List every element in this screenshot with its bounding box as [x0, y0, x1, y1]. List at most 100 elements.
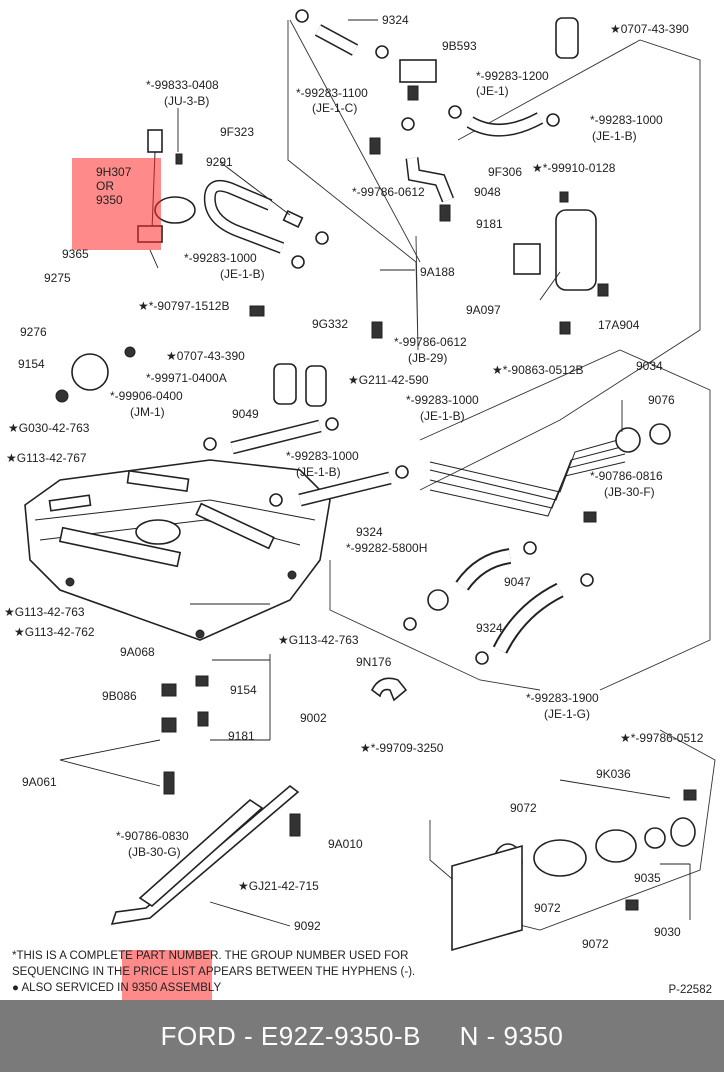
label-g113-767: ★G113-42-767: [6, 451, 87, 465]
label-9b593: 9B593: [442, 39, 477, 53]
group-boundaries: [287, 19, 716, 931]
part-footer-bar: FORD - E92Z-9350-B N - 9350: [0, 1000, 724, 1072]
label-9a010: 9A010: [328, 837, 363, 851]
clip-99709: [370, 677, 408, 702]
label-0707-top: ★0707-43-390: [610, 22, 689, 36]
label-9030: 9030: [654, 925, 681, 939]
label-jb30f: (JB-30-F): [604, 485, 655, 499]
label-ju3b: (JU-3-B): [164, 94, 209, 108]
label-99283-1000-c: *-99283-1000: [406, 393, 479, 407]
label-9n176: 9N176: [356, 655, 392, 669]
label-9276: 9276: [20, 325, 47, 339]
fuel-lines-9034: [429, 423, 671, 517]
label-90797: ★*-90797-1512B: [138, 299, 230, 313]
label-g113-763-a: ★G113-42-763: [4, 605, 85, 619]
label-99786-0512: ★*-99786-0512: [620, 731, 704, 745]
label-9181-b: 9181: [228, 729, 255, 743]
label-je1b-c: (JE-1-B): [420, 409, 465, 423]
label-9076: 9076: [648, 393, 675, 407]
label-9g332: 9G332: [312, 317, 348, 331]
highlight-notes: [122, 950, 212, 1000]
label-9f323: 9F323: [220, 125, 254, 139]
tank-straps-9092: [110, 784, 300, 925]
reference-number: P-22582: [668, 984, 712, 996]
label-99283-1200: *-99283-1200: [476, 69, 549, 83]
label-9092: 9092: [294, 919, 321, 933]
label-9350: 9350: [96, 193, 123, 207]
label-0707-mid: ★0707-43-390: [166, 349, 245, 363]
hose-clamps: [203, 9, 594, 665]
label-99971: *-99971-0400A: [146, 371, 227, 385]
footnote-line-1: *THIS IS A COMPLETE PART NUMBER. THE GRO…: [12, 950, 409, 962]
label-99906: *-99906-0400: [110, 389, 183, 403]
hose-9291: [203, 179, 304, 254]
label-gj21: ★GJ21-42-715: [238, 879, 319, 893]
label-9a097: 9A097: [466, 303, 501, 317]
label-9072-a: 9072: [510, 801, 537, 815]
label-9f306: 9F306: [488, 165, 522, 179]
label-9k036: 9K036: [596, 767, 631, 781]
label-99910: ★*-99910-0128: [532, 161, 616, 175]
label-9154-b: 9154: [230, 683, 257, 697]
label-9048: 9048: [474, 185, 501, 199]
label-9a061: 9A061: [22, 775, 57, 789]
label-jb29: (JB-29): [408, 351, 447, 365]
label-99283-1000-b: *-99283-1000: [184, 251, 257, 265]
label-je1b-b: (JE-1-B): [220, 267, 265, 281]
label-90863: ★*-90863-0512B: [492, 363, 584, 377]
label-g030: ★G030-42-763: [8, 421, 90, 435]
footnote-line-2: SEQUENCING IN THE PRICE LIST APPEARS BET…: [12, 966, 416, 978]
label-je1: (JE-1): [476, 84, 509, 98]
label-99709: ★*-99709-3250: [360, 741, 444, 755]
label-9002: 9002: [300, 711, 327, 725]
label-99833: *-99833-0408: [146, 78, 219, 92]
label-9324-mid: 9324: [356, 525, 383, 539]
footnotes: *THIS IS A COMPLETE PART NUMBER. THE GRO…: [12, 948, 712, 996]
label-9324-top: 9324: [382, 13, 409, 27]
label-9072-c: 9072: [582, 937, 609, 951]
vapor-hoses-top: [314, 24, 544, 203]
footnote-line-3: ● ALSO SERVICED IN 9350 ASSEMBLY: [12, 982, 222, 994]
label-g113-763-b: ★G113-42-763: [278, 633, 359, 647]
label-99283-1000-d: *-99283-1000: [286, 449, 359, 463]
fasteners: [55, 137, 697, 911]
label-9h307: 9H307: [96, 165, 132, 179]
label-9291: 9291: [206, 155, 233, 169]
label-je1b-d: (JE-1-B): [296, 465, 341, 479]
label-or: OR: [96, 179, 114, 193]
hose-9049-9324: [230, 419, 392, 507]
highlight-pump: [72, 158, 161, 250]
label-99786-0612-b: *-99786-0612: [394, 335, 467, 349]
callout-labels: 9324 ★0707-43-390 9B593 *-99833-0408 (JU…: [4, 13, 704, 951]
hose-9047-9324: [427, 548, 564, 654]
label-99283-1900: *-99283-1900: [526, 691, 599, 705]
label-99283-1000-a: *-99283-1000: [590, 113, 663, 127]
label-9a188: 9A188: [420, 265, 455, 279]
label-jb30g: (JB-30-G): [128, 845, 181, 859]
label-99282: *-99282-5800H: [346, 541, 427, 555]
label-9275: 9275: [44, 271, 71, 285]
label-99283-1100: *-99283-1100: [296, 86, 368, 100]
label-9324-right: 9324: [476, 621, 503, 635]
label-9181-a: 9181: [476, 217, 503, 231]
label-je1b-a: (JE-1-B): [592, 129, 637, 143]
label-jm1: (JM-1): [130, 405, 165, 419]
label-9a068: 9A068: [120, 645, 155, 659]
label-9035: 9035: [634, 871, 661, 885]
label-9047: 9047: [504, 575, 531, 589]
label-9049: 9049: [232, 407, 259, 421]
label-90786-0830: *-90786-0830: [116, 829, 189, 843]
label-9154-a: 9154: [18, 357, 45, 371]
label-99786-0612-a: *-99786-0612: [352, 185, 425, 199]
filler-pipe-9030: [451, 817, 696, 952]
label-17a904: 17A904: [598, 318, 640, 332]
label-90786-0816: *-90786-0816: [590, 469, 663, 483]
label-je1c: (JE-1-C): [312, 101, 357, 115]
fuel-tank-9002: [24, 459, 331, 641]
label-9b086: 9B086: [102, 689, 137, 703]
label-9072-b: 9072: [534, 901, 561, 915]
label-g113-762: ★G113-42-762: [14, 625, 95, 639]
label-je1g: (JE-1-G): [544, 707, 590, 721]
footer-part-number: FORD - E92Z-9350-B: [160, 1020, 422, 1051]
footer-base-number: N - 9350: [459, 1020, 564, 1051]
